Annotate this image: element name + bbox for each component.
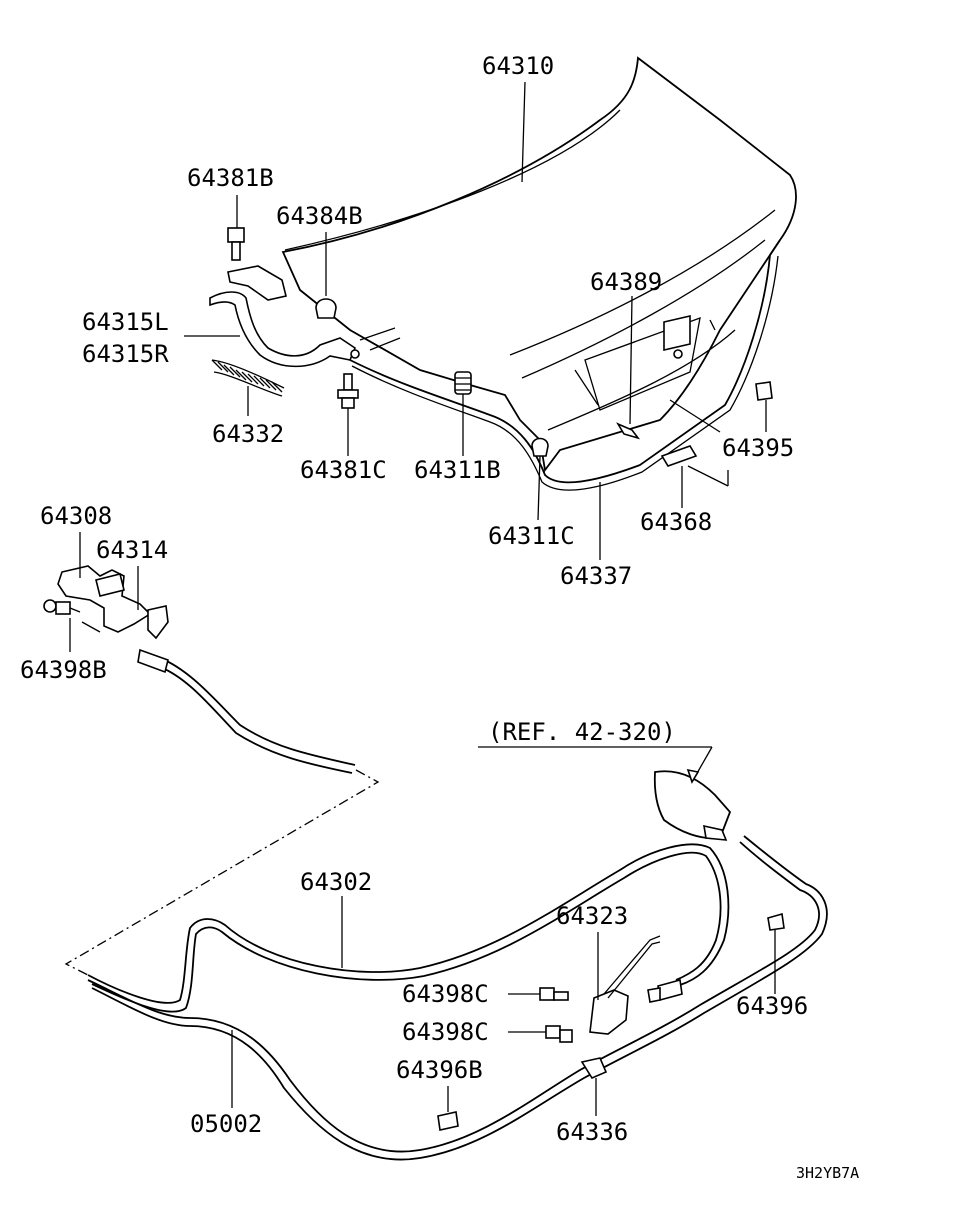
release-cable-upper — [137, 648, 356, 774]
license-lamp-bracket — [663, 314, 691, 359]
stopper-64311B — [454, 371, 472, 395]
bolt-64381B — [227, 227, 245, 261]
label-64384B: 64384B — [276, 202, 363, 230]
cable-05002 — [87, 835, 828, 1161]
label-64302: 64302 — [300, 868, 372, 896]
grommet-64395 — [755, 381, 773, 401]
label-64311B: 64311B — [414, 456, 501, 484]
release-cable-lower — [87, 843, 730, 1013]
label-64381C: 64381C — [300, 456, 387, 484]
latch-assembly-64308 — [57, 565, 169, 640]
label-64315R: 64315R — [82, 340, 169, 368]
label-64396B: 64396B — [396, 1056, 483, 1084]
leader-lines — [69, 81, 776, 1116]
label-64368: 64368 — [640, 508, 712, 536]
opener-handle-64323 — [589, 935, 661, 1035]
bolt-64398B — [43, 599, 81, 615]
clip-64396 — [767, 912, 785, 931]
trunk-lid-panel — [281, 56, 797, 473]
label-64323: 64323 — [556, 902, 628, 930]
bumper-64311C — [531, 437, 549, 457]
bumper-64384B — [315, 298, 337, 319]
screw-64389 — [616, 422, 641, 440]
bolt-64398C-lower — [545, 1025, 573, 1043]
label-64311C: 64311C — [488, 522, 575, 550]
cable-continuation-line — [64, 769, 380, 977]
label-64315L: 64315L — [82, 308, 169, 336]
footer-code: 3H2YB7A — [796, 1164, 859, 1182]
label-64314: 64314 — [96, 536, 168, 564]
label-64398C-lower: 64398C — [402, 1018, 489, 1046]
label-05002: 05002 — [190, 1110, 262, 1138]
label-64398B: 64398B — [20, 656, 107, 684]
clip-64368 — [660, 445, 698, 467]
label-64310: 64310 — [482, 52, 554, 80]
bolt-64381C — [337, 373, 359, 409]
label-64389: 64389 — [590, 268, 662, 296]
label-64381B: 64381B — [187, 164, 274, 192]
label-ref-note: (REF. 42-320) — [488, 718, 676, 746]
label-64337: 64337 — [560, 562, 632, 590]
label-64308: 64308 — [40, 502, 112, 530]
label-64332: 64332 — [212, 420, 284, 448]
part-labels: 64310 64381B 64384B 64389 64315L 64315R … — [20, 52, 859, 1182]
bolt-64398C-upper — [539, 987, 569, 1001]
label-64398C-upper: 64398C — [402, 980, 489, 1008]
weatherstrip-seal — [349, 239, 781, 491]
spring-64332 — [211, 359, 285, 397]
label-64336: 64336 — [556, 1118, 628, 1146]
trunk-hinge — [209, 265, 360, 368]
label-64395: 64395 — [722, 434, 794, 462]
clip-64396B — [437, 1111, 459, 1131]
clip-64336 — [580, 1057, 608, 1080]
fuel-lid-opener-ref — [653, 770, 732, 841]
label-64396: 64396 — [736, 992, 808, 1020]
